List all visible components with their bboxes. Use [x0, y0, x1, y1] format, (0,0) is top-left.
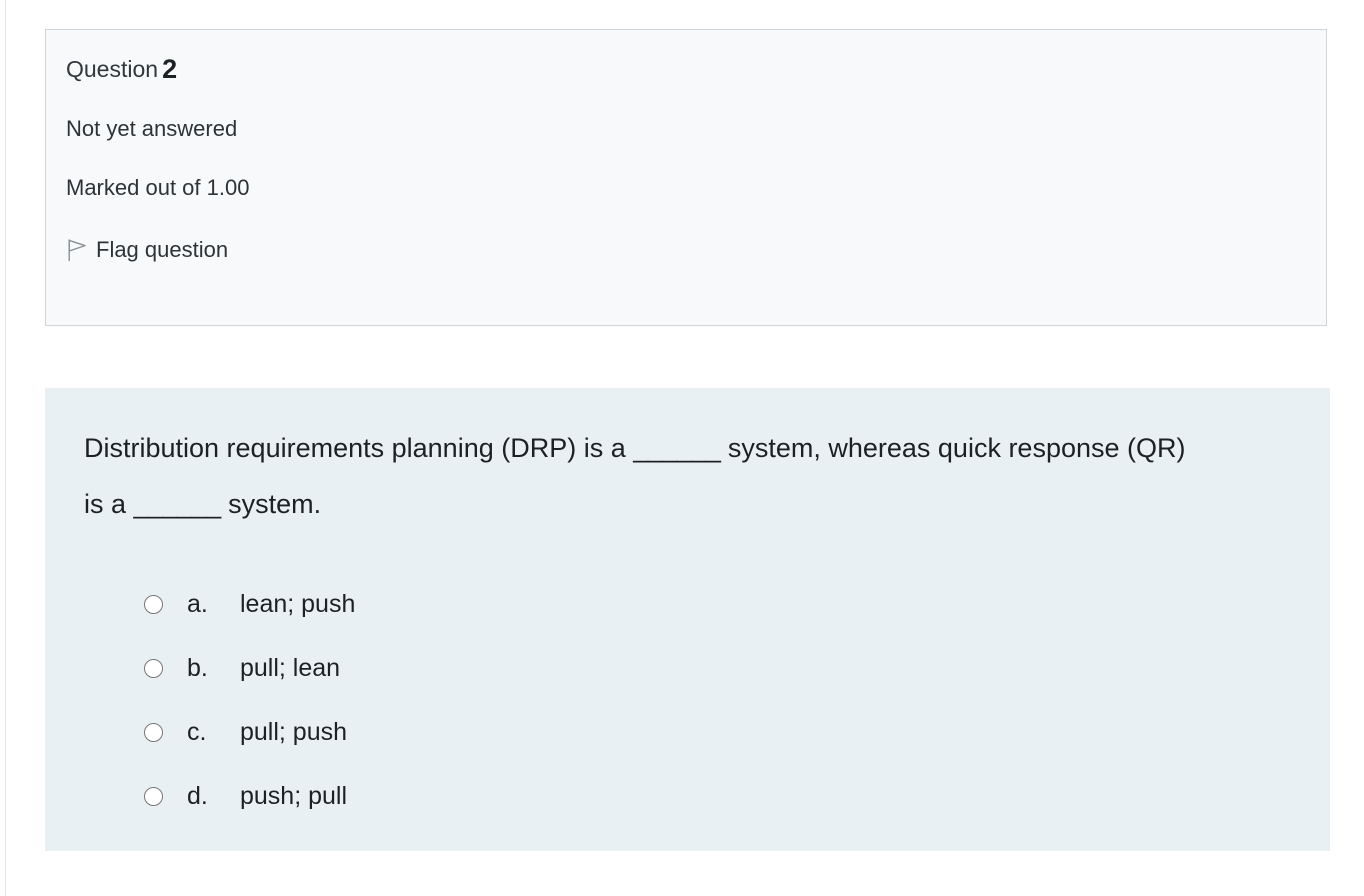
radio-button-c[interactable] — [144, 722, 163, 742]
question-number: 2 — [162, 54, 178, 84]
radio-button-a[interactable] — [144, 594, 163, 614]
page-gutter-rule — [5, 0, 6, 896]
blank-1: ______ — [633, 433, 721, 463]
answer-letter-a: a. — [187, 589, 208, 618]
answer-option-a[interactable]: a. lean; push — [100, 572, 1000, 636]
radio-button-b[interactable] — [144, 658, 163, 678]
question-label: Question — [66, 56, 159, 82]
flag-question-label: Flag question — [96, 237, 229, 262]
answer-text-d: push; pull — [240, 781, 348, 810]
answer-text-c: pull; push — [240, 717, 348, 746]
answer-letter-b: b. — [187, 653, 208, 682]
answer-text-a: lean; push — [240, 589, 356, 618]
stem-segment-3: system. — [220, 489, 322, 519]
answer-option-c[interactable]: c. pull; push — [100, 700, 1000, 764]
answer-options-list: a. lean; push b. pull; lean c. pull; pus… — [100, 572, 1000, 828]
stem-segment-1: Distribution requirements planning (DRP)… — [84, 433, 634, 463]
flag-question-button[interactable]: Flag question — [66, 237, 228, 263]
question-answer-panel: Distribution requirements planning (DRP)… — [45, 388, 1330, 851]
answer-option-b[interactable]: b. pull; lean — [100, 636, 1000, 700]
question-stem-text: Distribution requirements planning (DRP)… — [84, 420, 1204, 532]
blank-2: ______ — [133, 489, 222, 519]
answer-letter-d: d. — [187, 781, 208, 810]
stem-segment-2: system, whereas quick response (QR) is a — [84, 433, 1186, 519]
question-state: Not yet answered — [66, 116, 238, 141]
question-grade: Marked out of 1.00 — [66, 175, 250, 200]
flag-outline-icon — [66, 237, 88, 263]
radio-button-d[interactable] — [144, 786, 163, 806]
answer-text-b: pull; lean — [240, 653, 341, 682]
answer-letter-c: c. — [187, 717, 207, 746]
answer-option-d[interactable]: d. push; pull — [100, 764, 1000, 828]
